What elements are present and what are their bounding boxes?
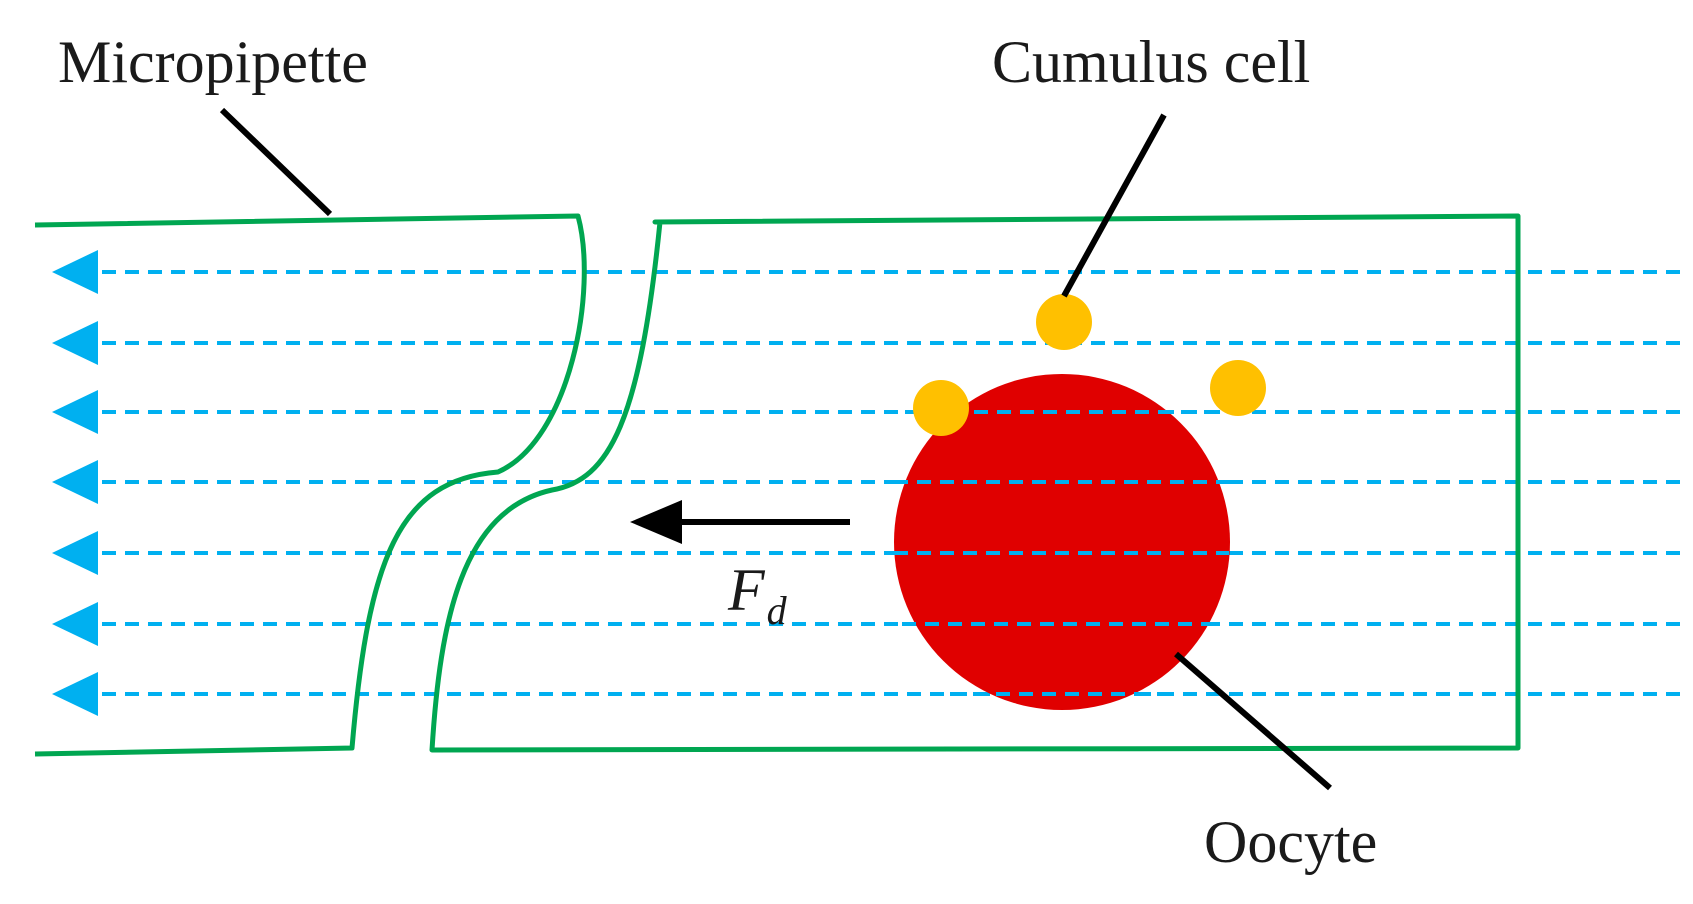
leader-lines bbox=[219, 107, 1332, 791]
cumulus-cell-leader-line bbox=[1061, 113, 1167, 298]
flow-lines bbox=[52, 250, 1680, 716]
micropipette-label: Micropipette bbox=[58, 29, 368, 95]
flow-arrowhead bbox=[52, 390, 98, 434]
cumulus-cell bbox=[1036, 294, 1092, 350]
flow-arrowhead bbox=[52, 460, 98, 504]
oocyte-leader-line bbox=[1174, 651, 1332, 791]
micropipette-outline bbox=[34, 213, 1521, 757]
micropipette-right-part bbox=[429, 213, 1521, 753]
micropipette-leader-line bbox=[219, 107, 333, 217]
cumulus-cell bbox=[913, 380, 969, 436]
cumulus-cell bbox=[1210, 360, 1266, 416]
flow-arrowhead bbox=[52, 321, 98, 365]
oocyte-label: Oocyte bbox=[1204, 809, 1377, 875]
cumulus-cell-label: Cumulus cell bbox=[992, 29, 1310, 95]
cumulus-cells bbox=[913, 294, 1266, 436]
flow-arrowhead bbox=[52, 250, 98, 294]
drag-force-arrow bbox=[630, 500, 850, 544]
flow-arrowhead bbox=[52, 531, 98, 575]
drag-force-subscript: d bbox=[767, 588, 788, 633]
flow-arrowhead bbox=[52, 672, 98, 716]
drag-force-arrowhead bbox=[630, 500, 682, 544]
drag-force-symbol: F bbox=[727, 557, 766, 623]
drag-force-label: Fd bbox=[727, 557, 788, 633]
flow-arrowhead bbox=[52, 602, 98, 646]
micropipette-left-part bbox=[34, 213, 587, 757]
